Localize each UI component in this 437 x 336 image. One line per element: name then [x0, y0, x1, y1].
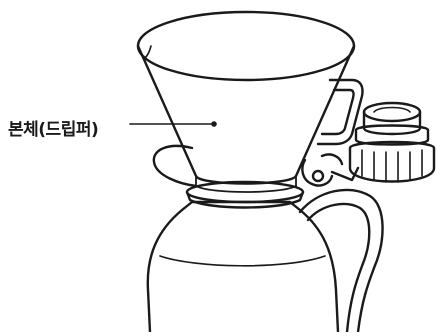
collar-ring	[185, 180, 305, 209]
dripper-body-label: 본체(드립퍼)	[8, 120, 99, 140]
callout-leader	[129, 121, 217, 127]
dripper-handle	[316, 78, 364, 146]
carafe-handle	[298, 188, 384, 334]
lid-cap	[348, 101, 436, 183]
dripper-body	[136, 10, 356, 193]
left-flange	[152, 144, 198, 188]
hinge-clip	[301, 153, 360, 187]
carafe-body	[146, 200, 340, 334]
